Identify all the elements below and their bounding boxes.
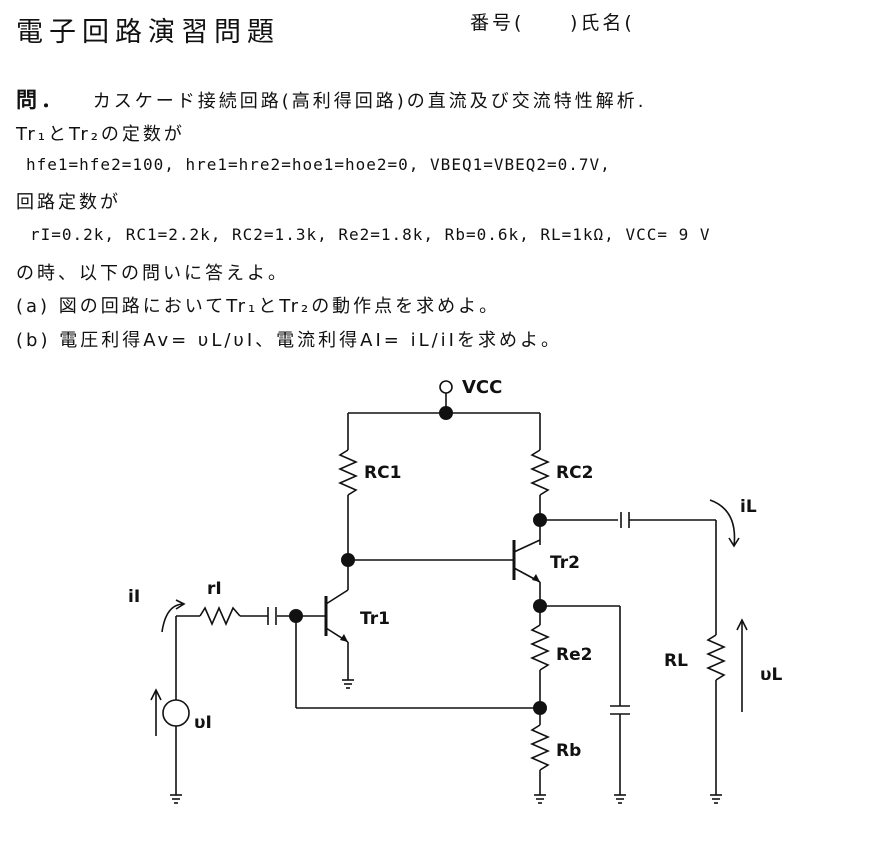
tr-constants-line: Tr₁とTr₂の定数が xyxy=(16,124,185,145)
vcc-label: VCC xyxy=(462,377,502,398)
question-a: (a) 図の回路においてTr₁とTr₂の動作点を求めよ。 xyxy=(16,296,501,317)
re2-resistor xyxy=(530,624,550,671)
il-label: iL xyxy=(740,497,757,517)
number-label: 番号( xyxy=(470,12,525,34)
rl-resistor xyxy=(706,634,726,681)
page-title: 電子回路演習問題 xyxy=(16,17,280,48)
circuit-constants-line: 回路定数が xyxy=(16,192,121,213)
transistor-params: hfe1=hfe2=100, hre1=hre2=hoe1=hoe2=0, VB… xyxy=(26,155,611,174)
vcc-terminal xyxy=(439,380,453,394)
question-b: (b) 電圧利得Av= υL/υI、電流利得AI= iL/iIを求めよ。 xyxy=(16,330,562,351)
rl-label: RL xyxy=(664,651,688,671)
vi-label: υI xyxy=(194,713,212,733)
tr2-label: Tr2 xyxy=(550,553,580,573)
source-vi xyxy=(162,699,190,727)
circuit-values: rI=0.2k, RC1=2.2k, RC2=1.3k, Re2=1.8k, R… xyxy=(30,225,711,244)
rc2-label: RC2 xyxy=(556,463,593,483)
name-label: )氏名( xyxy=(570,12,635,34)
rc1-label: RC1 xyxy=(364,463,401,483)
ii-label: iI xyxy=(128,587,140,607)
junction-dots xyxy=(289,406,547,715)
ri-resistor xyxy=(199,606,241,626)
rb-label: Rb xyxy=(556,741,581,761)
re2-label: Re2 xyxy=(556,645,592,665)
header: 電子回路演習問題 xyxy=(16,10,280,48)
problem-text: カスケード接続回路(高利得回路)の直流及び交流特性解析. xyxy=(92,91,647,112)
ri-label: rI xyxy=(207,579,222,599)
ground-symbols xyxy=(170,679,722,804)
vl-label: υL xyxy=(760,665,782,685)
problem-statement: 問． カスケード接続回路(高利得回路)の直流及び交流特性解析. xyxy=(16,84,647,114)
problem-label: 問． xyxy=(16,88,66,112)
rb-resistor xyxy=(530,724,550,771)
rc1-resistor xyxy=(338,449,358,496)
tr1-label: Tr1 xyxy=(360,609,390,629)
rc2-resistor xyxy=(530,449,550,496)
answer-instruction: の時、以下の問いに答えよ。 xyxy=(16,263,289,284)
